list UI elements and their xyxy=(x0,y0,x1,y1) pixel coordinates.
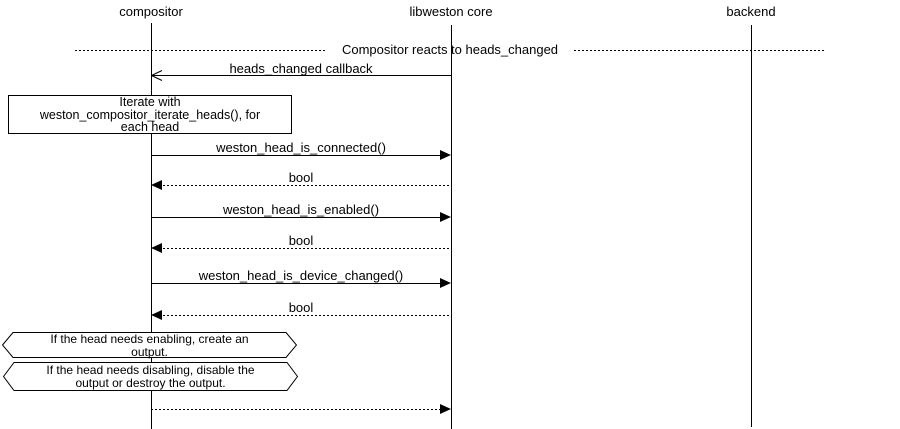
filled-arrowhead-right-icon xyxy=(440,150,451,160)
filled-arrowhead-right-icon xyxy=(440,404,451,414)
condition-shape-enable-output xyxy=(2,332,297,358)
return-label-bool-2: bool xyxy=(288,233,314,248)
message-label-heads-changed-callback: heads_changed callback xyxy=(229,61,373,76)
filled-arrowhead-left-icon xyxy=(151,180,162,190)
filled-arrowhead-left-icon xyxy=(151,310,162,320)
actor-label-backend: backend xyxy=(726,4,776,19)
lifeline-compositor xyxy=(151,23,152,429)
message-line-weston-head-is-connected xyxy=(151,155,447,156)
condition-line: If the head needs disabling, disable the xyxy=(46,363,255,377)
lifeline-backend xyxy=(751,25,752,427)
note-line: Iterate with xyxy=(119,95,181,109)
condition-line: If the head needs enabling, create an xyxy=(50,332,249,346)
actor-label-compositor: compositor xyxy=(119,4,183,19)
divider-line-left xyxy=(75,50,327,51)
lifeline-libweston-core xyxy=(451,25,452,429)
message-line-heads-changed-callback xyxy=(151,75,451,76)
filled-arrowhead-right-icon xyxy=(440,212,451,222)
filled-arrowhead-left-icon xyxy=(151,243,162,253)
divider-line-right xyxy=(574,50,825,51)
condition-shape-disable-output xyxy=(3,362,298,391)
condition-line: output. xyxy=(131,344,168,359)
condition-disable-output: If the head needs disabling, disable the… xyxy=(3,364,298,389)
message-line-weston-head-is-device-changed xyxy=(151,283,447,284)
condition-line: output or destroy the output. xyxy=(75,375,226,390)
divider-label: Compositor reacts to heads_changed xyxy=(341,42,559,57)
message-line-final-return xyxy=(151,409,447,410)
return-label-bool-1: bool xyxy=(288,170,314,185)
actor-label-libweston-core: libweston core xyxy=(409,4,493,19)
return-line-bool-1 xyxy=(155,185,451,186)
message-label-weston-head-is-enabled: weston_head_is_enabled() xyxy=(222,202,380,217)
open-arrowhead-left-icon xyxy=(151,70,163,81)
return-line-bool-3 xyxy=(155,315,451,316)
note-line: each head xyxy=(120,120,180,135)
note-line: weston_compositor_iterate_heads(), for xyxy=(39,107,261,122)
note-iterate-heads: Iterate with weston_compositor_iterate_h… xyxy=(8,95,292,134)
return-label-bool-3: bool xyxy=(288,300,314,315)
filled-arrowhead-right-icon xyxy=(440,278,451,288)
condition-enable-output: If the head needs enabling, create an ou… xyxy=(2,333,297,358)
message-label-weston-head-is-device-changed: weston_head_is_device_changed() xyxy=(198,268,404,283)
message-line-weston-head-is-enabled xyxy=(151,217,447,218)
return-line-bool-2 xyxy=(155,248,451,249)
message-label-weston-head-is-connected: weston_head_is_connected() xyxy=(216,140,386,155)
